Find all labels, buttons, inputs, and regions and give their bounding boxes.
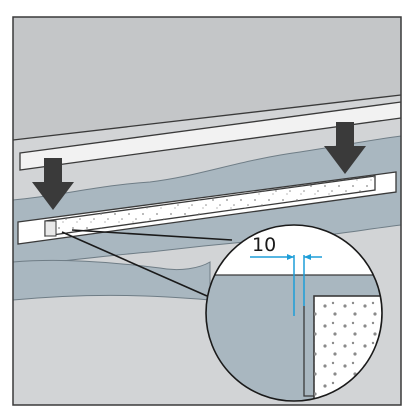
down-arrow-icon bbox=[324, 122, 366, 174]
diagram-frame bbox=[12, 16, 402, 406]
cover-plate bbox=[19, 101, 401, 171]
upper-wall bbox=[13, 17, 401, 140]
callout-leader-lower bbox=[61, 231, 208, 297]
dimension-label: 10 bbox=[252, 234, 276, 256]
scene bbox=[13, 17, 401, 405]
floor-edge-line bbox=[13, 94, 401, 141]
profile-strip-texture bbox=[45, 176, 375, 236]
down-arrow-icon bbox=[32, 158, 74, 210]
profile-strip-end bbox=[44, 220, 57, 237]
callout-leader-upper bbox=[71, 229, 233, 241]
sealant-membrane-lower bbox=[13, 259, 211, 301]
